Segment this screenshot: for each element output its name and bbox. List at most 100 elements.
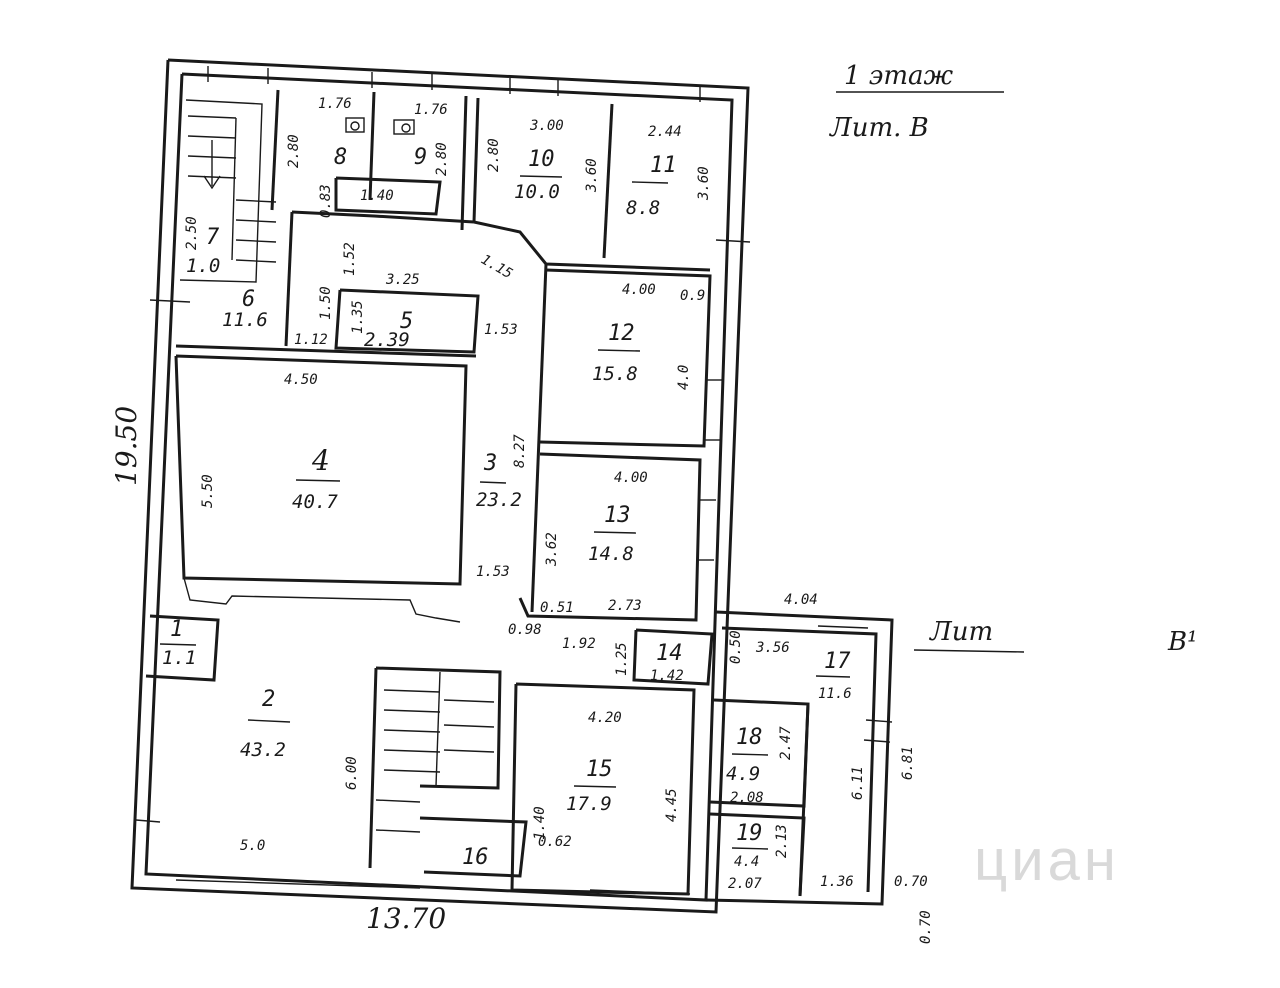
room-number-12: 12 [608,321,635,346]
title-block: 1 этаж Лит. В Лит В¹ [828,61,1198,657]
dimension-label: 1.40 [532,806,548,840]
dimension-label: 1.76 [318,96,352,112]
dimension-label: 3.62 [544,532,560,567]
room-number-3: 3 [483,451,497,476]
staircase-7 [187,115,277,263]
dimension-label: 6.81 [900,746,916,780]
dimension-label: 3.25 [385,272,420,288]
room-number-10: 10 [528,147,555,172]
dimension-label: 0.70 [918,910,934,944]
dimension-label: 3.60 [584,158,600,193]
dimension-label: 8.27 [512,434,528,468]
dimension-label: 5.50 [200,474,216,508]
room-number-8: 8 [334,145,347,170]
dimension-label: 0.9 [680,288,705,304]
dimension-label: 0.62 [538,834,572,850]
room-number-14: 14 [656,641,683,666]
openings [135,66,893,903]
dimension-label: 1.53 [484,322,518,338]
dimension-label: 1.76 [414,102,448,118]
dimension-label: 2.73 [608,598,642,614]
room-area-7: 1.0 [186,255,220,277]
dimension-label: 4.50 [284,372,318,388]
dimension-label: 4.00 [614,470,648,486]
dimension-label: 2.07 [728,876,762,892]
dimension-labels: 1.76 1.76 2.80 2.80 0.83 1.40 3.00 2.80 … [110,96,934,944]
room-area-11: 8.8 [626,197,660,219]
dimension-label: 4.20 [588,710,622,726]
room-area-4: 40.7 [292,491,338,513]
dimension-label: 1.35 [350,300,366,334]
room-number-17: 17 [824,649,851,674]
room-number-19: 19 [736,821,763,846]
room-area-5: 2.39 [364,329,410,351]
dimension-label: 6.11 [850,766,866,800]
annex-label: Лит [928,617,993,647]
dimension-label: 1.92 [562,636,596,652]
room-number-16: 16 [462,845,489,870]
dimension-label: 2.80 [434,142,450,176]
dimension-label: 1.12 [294,332,328,348]
dimension-label: 4.04 [784,592,818,608]
dimension-label: 0.50 [728,630,744,664]
overall-height: 19.50 [110,406,143,486]
dimension-label: 2.80 [286,134,302,168]
dimension-label: 2.80 [486,138,502,172]
dimension-label: 0.98 [508,622,542,638]
room-area-13: 14.8 [588,543,634,565]
dimension-label: 6.00 [344,756,360,790]
dimension-label: 4.00 [622,282,656,298]
dimension-label: 1.15 [478,252,515,283]
dimension-label: 3.00 [529,118,564,134]
annex-walls [705,610,894,906]
room-area-17: 11.6 [818,686,852,702]
room-number-18: 18 [736,725,763,750]
room-number-15: 15 [586,757,613,782]
dimension-label: 1.53 [476,564,510,580]
annex-letter: В¹ [1167,627,1198,657]
dimension-label: 0.51 [540,600,574,616]
dimension-label: 1.25 [614,642,630,676]
dimension-label: 2.44 [648,124,682,140]
dimension-label: 2.08 [730,790,764,806]
room-number-7: 7 [206,225,220,250]
dimension-label: 4.45 [664,788,680,822]
dimension-label: 4.0 [676,365,692,390]
door-arrow-icon [203,140,221,190]
room-number-1: 1 [170,617,183,642]
room-number-4: 4 [311,444,330,477]
room-area-19: 4.4 [734,854,759,870]
dimension-label: 0.83 [318,184,334,218]
room-number-2: 2 [262,687,275,712]
room-number-5: 5 [400,309,413,334]
dimension-label: 2.13 [774,824,790,858]
toilet-icon [345,117,415,135]
dimension-label: 5.0 [240,838,265,854]
room-area-18: 4.9 [726,763,760,785]
dimension-label: 2.47 [778,726,794,760]
room-area-2: 43.2 [240,739,286,761]
dimension-label: 1.40 [360,188,394,204]
room-number-13: 13 [604,503,631,528]
dimension-label: 0.70 [894,874,928,890]
room-area-15: 17.9 [566,793,612,815]
room-area-10: 10.0 [514,181,560,203]
room-labels: 1 1.1 2 43.2 3 23.2 4 40.7 5 2.39 6 11.6… [159,145,852,870]
dimension-label: 1.36 [820,874,854,890]
room-number-6: 6 [242,287,255,312]
room-area-6: 11.6 [222,309,268,331]
room-number-9: 9 [414,145,427,170]
dimension-label: 3.56 [755,640,790,656]
dimension-label: 2.50 [184,216,200,250]
watermark: циан [974,828,1120,893]
overall-length: 13.70 [366,902,446,935]
room-area-3: 23.2 [476,489,522,511]
room-area-1: 1.1 [162,647,196,669]
room-area-14: 1.42 [650,668,684,684]
floor-label: 1 этаж [844,61,954,91]
dimension-label: 1.52 [342,242,358,276]
room-number-11: 11 [650,153,677,178]
letter-label: Лит. В [828,113,929,143]
dimension-label: 3.60 [696,166,712,201]
